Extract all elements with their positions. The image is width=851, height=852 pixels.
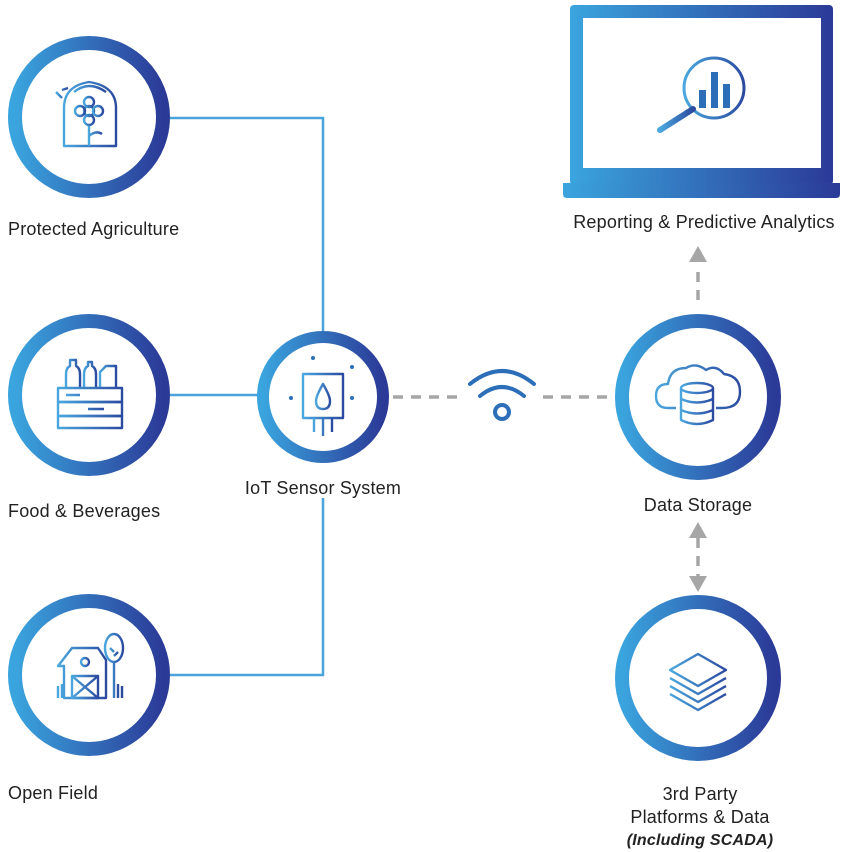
node-food-beverages bbox=[8, 314, 170, 476]
label-data-storage: Data Storage bbox=[643, 495, 753, 515]
dashed-connectors bbox=[393, 264, 700, 578]
crate-bottles-icon bbox=[56, 358, 124, 430]
line-protected-agriculture bbox=[170, 116, 325, 333]
label-food-beverages: Food & Beverages bbox=[8, 501, 161, 521]
label-open-field: Open Field bbox=[8, 783, 99, 803]
layers-stack-icon bbox=[668, 652, 728, 712]
left-connector-lines bbox=[170, 116, 325, 677]
label-third-party-line3: (Including SCADA) bbox=[626, 832, 774, 849]
arrow-down-thirdparty bbox=[689, 576, 707, 592]
greenhouse-flower-icon bbox=[55, 80, 120, 150]
node-iot-sensor bbox=[257, 331, 389, 463]
barn-tree-icon bbox=[56, 632, 125, 700]
label-third-party: 3rd Party Platforms & Data (Including SC… bbox=[580, 783, 820, 852]
node-third-party bbox=[615, 595, 781, 761]
sensor-droplet-icon bbox=[289, 356, 354, 436]
arrow-up-storage bbox=[689, 522, 707, 538]
node-data-storage bbox=[615, 314, 781, 480]
wifi-icon bbox=[468, 369, 536, 421]
line-open-field bbox=[170, 498, 325, 677]
cloud-database-icon bbox=[654, 364, 742, 426]
label-third-party-line2: Platforms & Data bbox=[630, 807, 770, 827]
label-iot-sensor: IoT Sensor System bbox=[244, 478, 402, 498]
label-third-party-line1: 3rd Party bbox=[662, 784, 738, 804]
node-open-field bbox=[8, 594, 170, 756]
node-protected-agriculture bbox=[8, 36, 170, 198]
label-protected-agriculture: Protected Agriculture bbox=[8, 219, 180, 239]
arrow-up-reporting bbox=[689, 246, 707, 262]
arrow-heads bbox=[689, 246, 707, 592]
label-reporting: Reporting & Predictive Analytics bbox=[573, 212, 835, 232]
laptop-analytics-icon bbox=[563, 5, 840, 198]
